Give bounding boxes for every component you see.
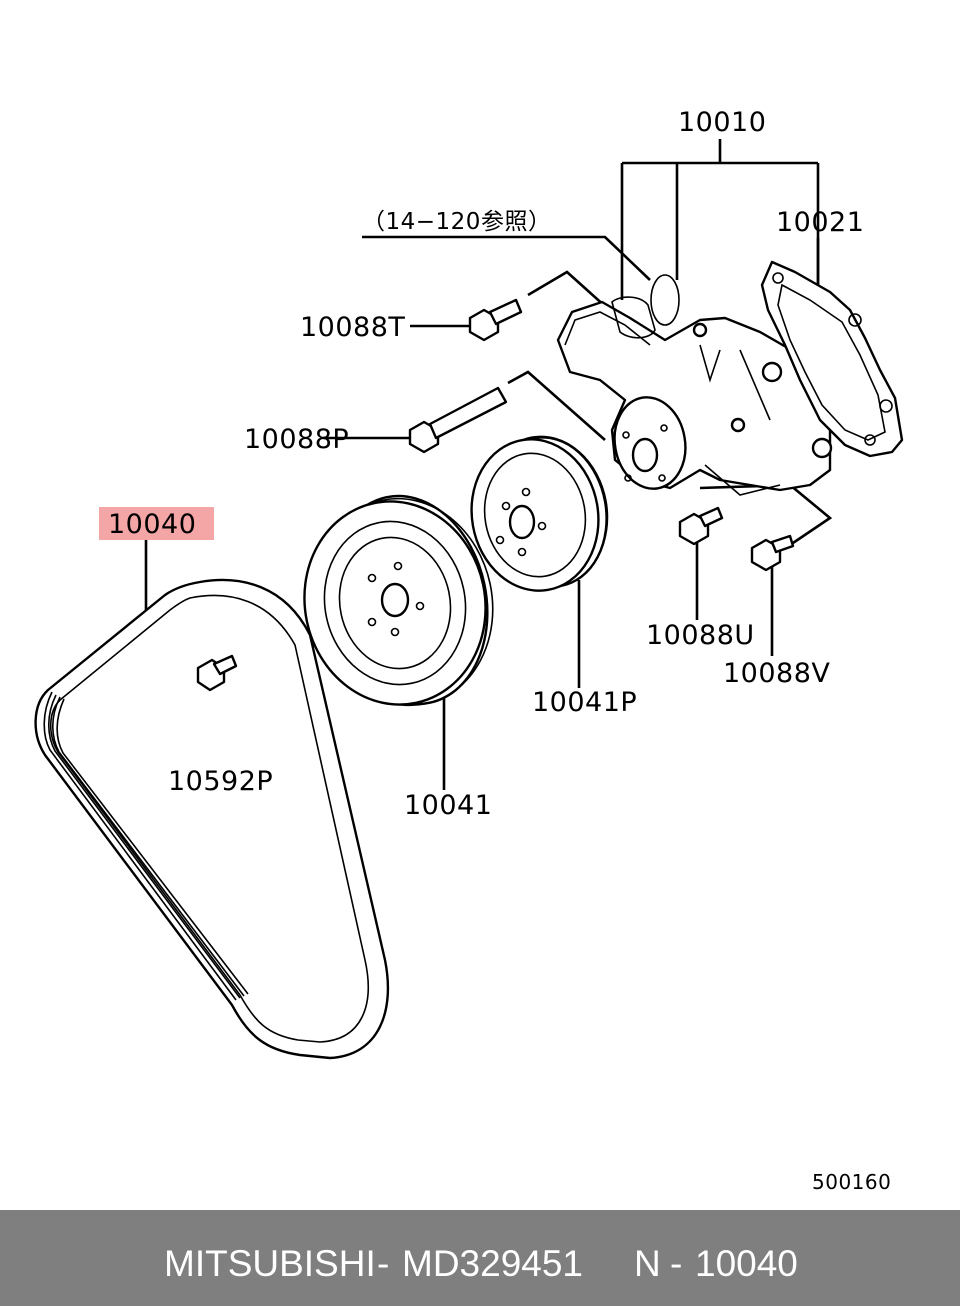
label-10592p[interactable]: 10592P bbox=[168, 766, 274, 797]
label-10088u[interactable]: 10088U bbox=[646, 620, 755, 651]
reference-note: （14−120参照） bbox=[362, 209, 552, 235]
footer-bar bbox=[0, 1210, 960, 1306]
footer-brand: MITSUBISHI bbox=[164, 1243, 376, 1284]
label-10040[interactable]: 10040 bbox=[108, 509, 197, 540]
bolt-10088t bbox=[468, 298, 523, 342]
label-10021[interactable]: 10021 bbox=[776, 207, 865, 238]
footer-position-prefix: N bbox=[634, 1243, 661, 1284]
gasket-10021 bbox=[760, 260, 904, 458]
label-10088v[interactable]: 10088V bbox=[723, 658, 831, 689]
v-ribbed-belt bbox=[34, 578, 390, 1060]
water-pump-assembly bbox=[556, 274, 833, 496]
footer-separator-2: - bbox=[670, 1243, 683, 1284]
label-10088p[interactable]: 10088P bbox=[244, 424, 350, 455]
bolt-10088p bbox=[408, 386, 508, 454]
label-10041p[interactable]: 10041P bbox=[532, 687, 638, 718]
figure-number: 500160 bbox=[812, 1170, 892, 1194]
label-10010[interactable]: 10010 bbox=[678, 107, 767, 138]
parts-diagram bbox=[34, 139, 904, 1060]
water-pump-pulley-10041p bbox=[470, 435, 609, 592]
crank-pulley-10041 bbox=[303, 494, 494, 707]
highlight-box bbox=[99, 507, 214, 540]
bolt-10088v bbox=[750, 534, 795, 572]
label-10041[interactable]: 10041 bbox=[404, 790, 493, 821]
footer-position-number: 10040 bbox=[695, 1243, 798, 1284]
bolt-10088u bbox=[678, 506, 724, 546]
footer-separator: - bbox=[377, 1243, 390, 1284]
footer-part-number: MD329451 bbox=[402, 1243, 584, 1284]
label-10088t[interactable]: 10088T bbox=[300, 312, 406, 343]
bolt-10592p bbox=[196, 654, 238, 692]
